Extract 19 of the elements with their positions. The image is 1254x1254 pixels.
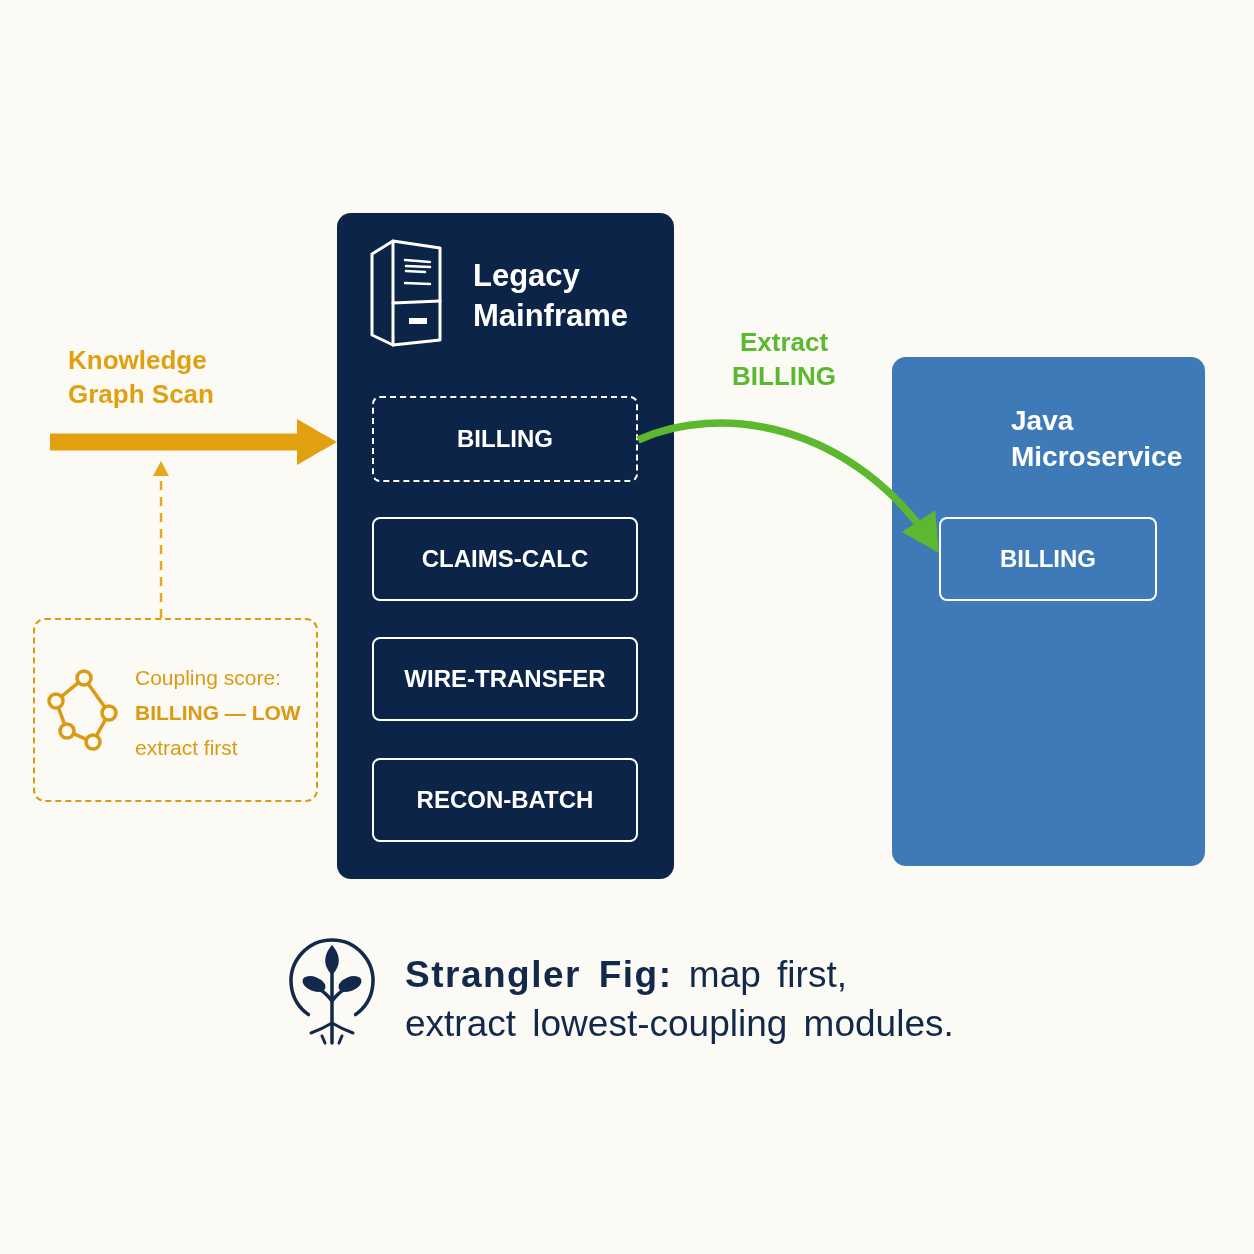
module-box <box>372 396 638 482</box>
caption: Strangler Fig: map first, extract lowest-coupling modules. <box>405 953 955 1046</box>
module-box <box>939 517 1157 601</box>
module-label: WIRE-TRANSFER <box>404 665 606 693</box>
note-text: Coupling score: BILLING — LOW extract first <box>135 665 302 761</box>
module-label: RECON-BATCH <box>416 786 594 814</box>
panel-title: Java Microservice <box>1011 404 1184 474</box>
dashed-arrow <box>153 461 169 618</box>
module-box <box>372 637 638 721</box>
module-label: CLAIMS-CALC <box>421 545 589 573</box>
system-panel <box>337 213 674 879</box>
arrow <box>50 419 337 465</box>
system-panel <box>892 357 1205 866</box>
module-box <box>372 758 638 842</box>
module-label: BILLING <box>1000 545 1096 573</box>
module-box <box>372 517 638 601</box>
module-label: BILLING <box>457 425 553 453</box>
callout-box <box>33 618 318 802</box>
panel-title: Legacy Mainframe <box>473 257 630 335</box>
